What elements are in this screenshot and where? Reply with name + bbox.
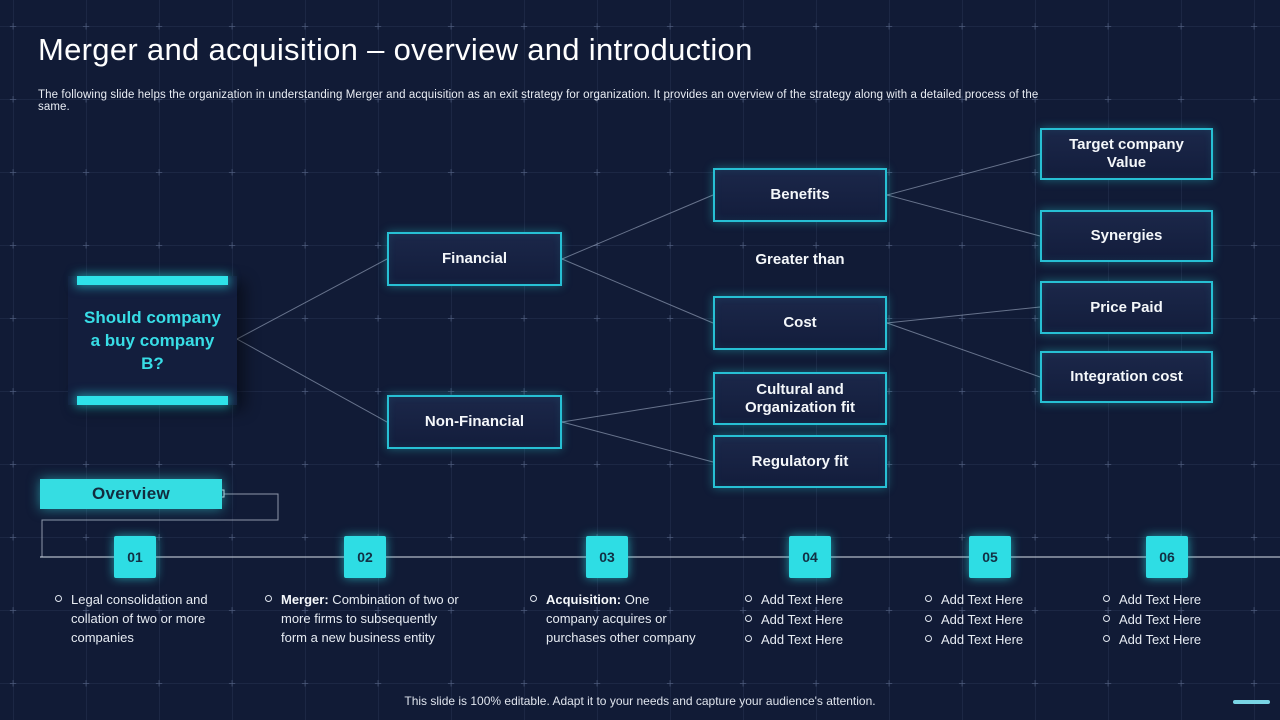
greater-than-label: Greater than — [755, 250, 845, 268]
node-cultural-organization-fit: Cultural and Organization fit — [713, 372, 887, 425]
connector-line — [561, 421, 714, 463]
list-item: Add Text Here — [925, 590, 1075, 609]
bullet-icon — [745, 635, 752, 642]
node-cost: Cost — [713, 296, 887, 350]
bullet-icon — [265, 595, 272, 602]
list-item: Acquisition: One company acquires or pur… — [530, 590, 702, 647]
step-05-text: Add Text Here Add Text Here Add Text Her… — [925, 590, 1075, 650]
node-integration-cost: Integration cost — [1040, 351, 1213, 403]
connector-line — [561, 397, 714, 423]
connector-line — [561, 258, 714, 324]
bullet-icon — [530, 595, 537, 602]
list-item: Add Text Here — [925, 610, 1075, 629]
step-06-text: Add Text Here Add Text Here Add Text Her… — [1103, 590, 1253, 650]
node-price-paid: Price Paid — [1040, 281, 1213, 334]
corner-accent-bar — [1233, 700, 1270, 704]
timeline-step-01: 01 — [114, 536, 156, 578]
connector-line — [886, 306, 1041, 324]
bullet-icon — [55, 595, 62, 602]
connector-line — [236, 258, 388, 340]
bullet-icon — [1103, 615, 1110, 622]
list-item: Add Text Here — [925, 630, 1075, 649]
bullet-icon — [1103, 635, 1110, 642]
decision-root-box: Should company a buy company B? — [68, 276, 237, 405]
timeline-step-02: 02 — [344, 536, 386, 578]
slide-subtitle: The following slide helps the organizati… — [38, 89, 1039, 113]
timeline-step-04: 04 — [789, 536, 831, 578]
node-synergies: Synergies — [1040, 210, 1213, 262]
connector-line — [561, 194, 714, 260]
overview-connector-line — [41, 493, 279, 557]
bullet-icon — [745, 615, 752, 622]
overview-button[interactable]: Overview — [40, 479, 222, 509]
list-item: Add Text Here — [745, 590, 895, 609]
list-item: Add Text Here — [1103, 590, 1253, 609]
list-item: Add Text Here — [1103, 630, 1253, 649]
timeline-step-05: 05 — [969, 536, 1011, 578]
node-financial: Financial — [387, 232, 562, 286]
bullet-icon — [745, 595, 752, 602]
bullet-icon — [925, 615, 932, 622]
bullet-icon — [925, 595, 932, 602]
list-item: Legal consolidation and collation of two… — [55, 590, 237, 647]
footer-note: This slide is 100% editable. Adapt it to… — [404, 694, 876, 708]
timeline-step-03: 03 — [586, 536, 628, 578]
node-regulatory-fit: Regulatory fit — [713, 435, 887, 488]
node-non-financial: Non-Financial — [387, 395, 562, 449]
node-benefits: Benefits — [713, 168, 887, 222]
step-04-text: Add Text Here Add Text Here Add Text Her… — [745, 590, 895, 650]
page-title: Merger and acquisition – overview and in… — [38, 32, 753, 67]
connector-line — [886, 322, 1041, 378]
step-01-text: Legal consolidation and collation of two… — [55, 590, 237, 648]
timeline-step-06: 06 — [1146, 536, 1188, 578]
list-item: Merger: Combination of two or more firms… — [265, 590, 461, 647]
step-02-text: Merger: Combination of two or more firms… — [265, 590, 461, 648]
bullet-icon — [925, 635, 932, 642]
connector-line — [886, 194, 1041, 237]
connector-line — [886, 153, 1041, 196]
list-item: Add Text Here — [1103, 610, 1253, 629]
connector-line — [236, 338, 388, 423]
list-item: Add Text Here — [745, 610, 895, 629]
step-03-text: Acquisition: One company acquires or pur… — [530, 590, 702, 648]
bullet-icon — [1103, 595, 1110, 602]
node-target-company-value: Target company Value — [1040, 128, 1213, 180]
list-item: Add Text Here — [745, 630, 895, 649]
